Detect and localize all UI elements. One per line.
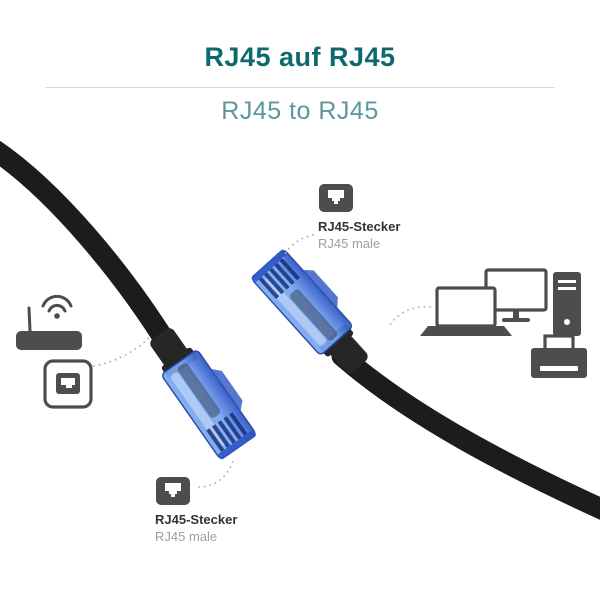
plug-pins: [258, 258, 300, 299]
plug-inner-cable: [177, 363, 221, 418]
plug-highlight: [263, 277, 327, 346]
annotation-bottom-connector: RJ45-Stecker RJ45 male: [155, 476, 285, 545]
annotation-subtitle: RJ45 male: [318, 236, 381, 251]
pc-tower-icon: [553, 272, 581, 336]
annotation-top-connector: RJ45-Stecker RJ45 male: [318, 183, 448, 252]
printer-icon: [531, 334, 587, 378]
title-divider: [45, 87, 555, 88]
ethernet-cable-left: [0, 140, 183, 363]
router-body: [16, 331, 82, 350]
plug-latch: [302, 269, 338, 309]
annotation-title: RJ45-Stecker: [318, 219, 401, 234]
dotted-line-top-annotation: [281, 234, 314, 263]
plug-tip: [218, 430, 256, 460]
wifi-arc-inner: [47, 303, 67, 313]
wifi-dot: [54, 313, 60, 319]
dotted-line-bottom-annotation: [198, 460, 234, 488]
dotted-line-router-to-cable: [93, 336, 151, 367]
router-antenna: [27, 306, 32, 333]
plug-inner-cable: [289, 289, 338, 341]
laptop-icon: [420, 286, 512, 336]
rj45-port-icon: [319, 184, 353, 212]
page-subtitle: RJ45 to RJ45: [221, 97, 379, 125]
device-cluster: [420, 268, 587, 378]
plug-latch: [210, 368, 243, 412]
wall-socket-icon: [43, 359, 93, 409]
plug-pins: [206, 412, 248, 452]
dotted-line-devices-to-plug: [387, 305, 431, 329]
rj45-port-icon: [156, 477, 190, 505]
ethernet-cable-right: [331, 345, 600, 520]
rj45-plug-upper: [251, 249, 368, 374]
socket-port-glyph: [61, 378, 75, 388]
monitor-icon: [484, 268, 548, 322]
plug-tip: [251, 249, 287, 282]
annotation-title: RJ45-Stecker: [155, 512, 238, 527]
annotation-subtitle: RJ45 male: [155, 529, 218, 544]
plug-highlight: [170, 372, 226, 447]
wifi-router-icon: [16, 294, 82, 350]
page-title: RJ45 auf RJ45: [204, 42, 396, 72]
rj45-plug-lower: [150, 328, 256, 460]
wifi-arc-outer: [41, 294, 73, 308]
